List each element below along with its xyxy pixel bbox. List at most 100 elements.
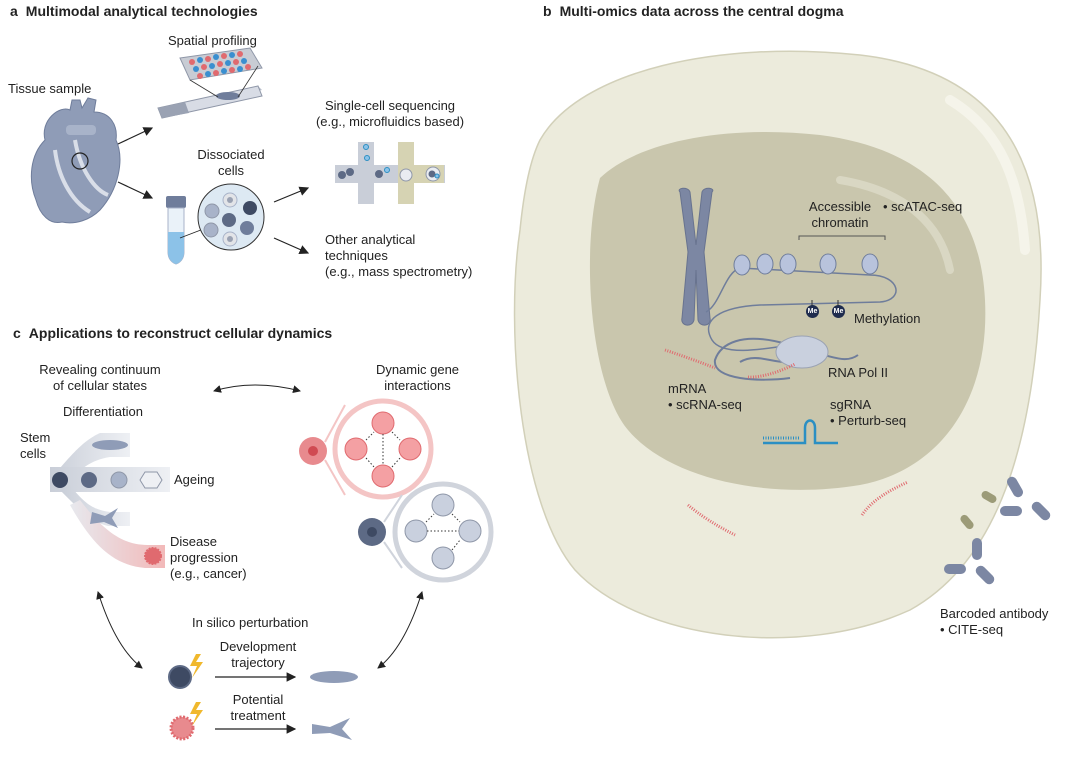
scrna-seq-text: • scRNA-seq	[668, 397, 742, 412]
cancer-cell-perturb-icon	[169, 715, 195, 741]
rna-pol-ii-icon	[775, 335, 829, 369]
microfluidic-chip-icon	[335, 142, 445, 204]
treat-line-2: treatment	[230, 708, 286, 723]
cell-illustration	[513, 50, 1042, 639]
ageing-cell-1	[81, 472, 97, 488]
dissociated-line-2: cells	[217, 163, 244, 178]
single-cell-line-2: (e.g., microfluidics based)	[315, 114, 465, 129]
rna-pol-ii-label: RNA Pol II	[828, 365, 888, 380]
panel-b-title-text: Multi-omics data across the central dogm…	[559, 3, 844, 19]
stem-cell-perturb-icon	[168, 665, 192, 689]
dev-line-1: Development	[219, 639, 297, 654]
accessible-line-2: chromatin	[811, 215, 869, 230]
panel-a-title: a Multimodal analytical technologies	[10, 3, 258, 19]
development-trajectory-label: Development trajectory	[208, 639, 308, 671]
methylation-badge-1: Me	[806, 305, 819, 318]
gene-interaction-red	[299, 398, 434, 500]
mrna-text: mRNA	[668, 381, 707, 396]
other-line-1: Other analytical	[325, 232, 416, 247]
arrow-to-dissociated	[117, 181, 154, 199]
stem-cells-label: Stem cells	[20, 430, 50, 462]
panel-a-title-text: Multimodal analytical technologies	[25, 3, 258, 19]
sgrna-text: sgRNA	[830, 397, 872, 412]
lightning-icon-2	[190, 702, 203, 726]
spatial-slide-icon	[157, 47, 263, 119]
panel-c-title-text: Applications to reconstruct cellular dyn…	[28, 325, 333, 341]
gene-line-2: interactions	[384, 378, 451, 393]
cancer-cell-icon	[144, 547, 162, 565]
stem-line-2: cells	[20, 446, 47, 461]
nucleosome-icons	[733, 253, 879, 276]
continuum-label: Revealing continuum of cellular states	[25, 362, 175, 394]
treat-line-1: Potential	[232, 692, 284, 707]
stem-line-1: Stem	[20, 430, 51, 445]
spatial-spot-grid	[189, 51, 251, 79]
other-line-3: (e.g., mass spectrometry)	[325, 264, 473, 279]
panel-b-letter: b	[543, 3, 552, 19]
bidirectional-arrow-right	[377, 591, 424, 669]
perturb-seq-text: • Perturb-seq	[830, 413, 907, 428]
ageing-cell-3	[139, 471, 163, 489]
nucleus	[589, 131, 986, 490]
panel-b-title: b Multi-omics data across the central dog…	[543, 3, 844, 19]
gene-interactions-label: Dynamic gene interactions	[355, 362, 480, 394]
chromatin-fiber	[705, 267, 897, 352]
methylation-badge-2: Me	[832, 305, 845, 318]
bidirectional-arrow-left	[96, 591, 143, 669]
tissue-sample-circle	[71, 152, 89, 170]
accessible-chromatin-label: Accessible chromatin	[795, 199, 885, 231]
methylation-label: Methylation	[854, 311, 921, 326]
mrna-label: mRNA • scRNA-seq	[668, 381, 742, 413]
dissociated-cells-label: Dissociated cells	[188, 147, 274, 179]
in-silico-label: In silico perturbation	[192, 615, 309, 630]
accessible-bracket	[798, 235, 886, 240]
sample-tube-icon	[166, 196, 207, 265]
other-techniques-label: Other analytical techniques (e.g., mass …	[325, 232, 472, 280]
cytoplasm-mrna-icon	[687, 503, 736, 537]
disease-progression-label: Disease progression (e.g., cancer)	[170, 534, 247, 582]
accessible-line-1: Accessible	[808, 199, 872, 214]
barcoded-antibody-label: Barcoded antibody • CITE-seq	[940, 606, 1048, 638]
dev-line-2: trajectory	[231, 655, 285, 670]
tissue-sample-label: Tissue sample	[8, 81, 92, 96]
chromosome-icon	[678, 187, 714, 326]
dissociated-cells-icon	[197, 183, 265, 251]
spatial-profiling-label: Spatial profiling	[168, 33, 257, 48]
continuum-line-1: Revealing continuum	[39, 362, 161, 377]
other-line-2: techniques	[325, 248, 388, 263]
continuum-line-2: of cellular states	[53, 378, 147, 393]
gene-line-1: Dynamic gene	[375, 362, 460, 377]
dissociated-line-1: Dissociated	[197, 147, 265, 162]
stem-cell-icon	[52, 472, 68, 488]
gene-interaction-grey	[358, 481, 494, 583]
heart-icon	[30, 97, 121, 224]
differentiated-cell-icon	[92, 440, 128, 450]
arrow-to-other	[273, 237, 310, 255]
differentiation-label: Differentiation	[63, 404, 143, 419]
sgrna-icon	[763, 419, 838, 445]
disease-line-2: progression	[170, 550, 238, 565]
sgrna-label: sgRNA • Perturb-seq	[830, 397, 906, 429]
bidirectional-arrow-top	[213, 384, 301, 394]
dna-helix	[713, 337, 791, 381]
treated-cell-result-icon	[312, 718, 352, 740]
ageing-cell-2	[110, 471, 128, 489]
mesenchymal-cell-icon	[90, 508, 118, 528]
cite-seq-text: • CITE-seq	[940, 622, 1004, 637]
ageing-label: Ageing	[174, 472, 215, 487]
disease-line-3: (e.g., cancer)	[170, 566, 247, 581]
panel-a-letter: a	[10, 3, 18, 19]
single-cell-label: Single-cell sequencing (e.g., microfluid…	[300, 98, 480, 130]
lightning-icon-1	[190, 654, 203, 678]
scatac-seq-label: • scATAC-seq	[883, 199, 963, 214]
barcoded-antibody-icon	[944, 476, 1051, 585]
arrow-to-single-cell	[273, 186, 310, 203]
arrow-to-spatial	[117, 127, 154, 145]
potential-treatment-label: Potential treatment	[208, 692, 308, 724]
antibody-text: Barcoded antibody	[940, 606, 1049, 621]
differentiated-cell-result-icon	[310, 671, 358, 683]
disease-line-1: Disease	[170, 534, 217, 549]
single-cell-line-1: Single-cell sequencing	[324, 98, 456, 113]
